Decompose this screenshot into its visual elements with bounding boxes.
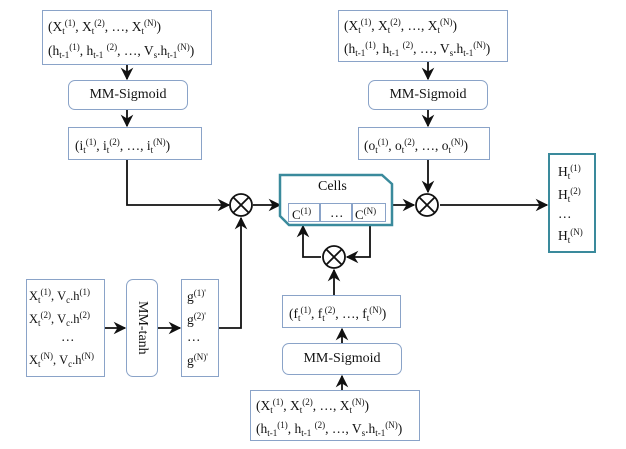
mm-sigmoid-output-gate: MM-Sigmoid <box>368 80 488 110</box>
output-gate-inputs: (Xt(1), Xt(2), …, Xt(N)) (ht-1(1), ht-1 … <box>338 10 508 62</box>
input-h-line: (ht-1(1), ht-1 (2), …, Vs.ht-1(N)) <box>48 42 195 60</box>
multiply-node-forget <box>322 245 346 269</box>
input-gate-inputs: (Xt(1), Xt(2), …, Xt(N)) (ht-1(1), ht-1 … <box>42 10 212 65</box>
mm-sigmoid-input-gate: MM-Sigmoid <box>68 80 188 110</box>
input-gate-output: (it(1), it(2), …, it(N)) <box>68 127 202 160</box>
candidate-output: g(1)' g(2)' … g(N)' <box>181 279 219 377</box>
forget-gate-output: (ft(1), ft(2), …, ft(N)) <box>282 295 401 328</box>
cell-n: C(N) <box>352 203 386 222</box>
mm-sigmoid-forget-gate: MM-Sigmoid <box>282 343 402 375</box>
cell-ellipsis: … <box>320 203 352 222</box>
input-x-line: (Xt(1), Xt(2), …, Xt(N)) <box>48 18 162 36</box>
wire-i-to-mult <box>126 160 231 212</box>
forget-gate-inputs: (Xt(1), Xt(2), …, Xt(N)) (ht-1(1), ht-1 … <box>250 390 420 441</box>
cell-1: C(1) <box>288 203 320 222</box>
multiply-node-input <box>229 193 253 217</box>
wire-g-to-mult <box>219 216 248 329</box>
wire-forget-mult-to-cells <box>296 224 321 258</box>
mm-tanh: MM-tanh <box>126 279 158 377</box>
output-gate-output: (ot(1), ot(2), …, ot(N)) <box>358 127 490 160</box>
cells-title: Cells <box>318 179 347 194</box>
hidden-state-output: Ht(1) Ht(2) … Ht(N) <box>548 153 596 253</box>
multiply-node-output <box>415 193 439 217</box>
wire-cells-to-forget-mult <box>345 225 371 264</box>
candidate-inputs: Xt(1), Vc.h(1) Xt(2), Vc.h(2) … Xt(N), V… <box>26 279 105 377</box>
